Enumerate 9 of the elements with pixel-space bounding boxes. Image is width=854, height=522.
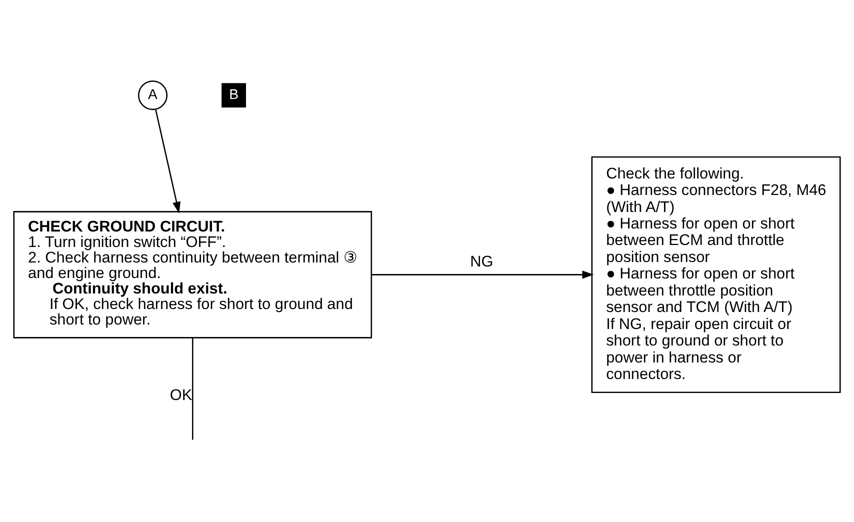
label: B [229, 86, 238, 102]
edge-label: OK [170, 387, 192, 404]
connector [192, 338, 194, 440]
node-box: Check the following. ● Harness connectors F28, M46 (With A/T) ● Harness for open or short between ECM and throttle position sensor ● Harness for open or short between throttle position sensor and TCM (With A/T) If NG, repair open circuit or short to ground or short to power in harness or connectors. [591, 156, 841, 393]
node-box: CHECK GROUND CIRCUIT. 1. Turn ignition switch “OFF”. 2. Check harness continuity between terminal ③ and engine ground. Continuity should exist. If OK, check harness for short to ground and short to power. [13, 211, 372, 338]
node-circle: A [138, 80, 168, 110]
arrow [155, 109, 181, 214]
edge-label: NG [470, 253, 494, 270]
arrow [372, 270, 594, 279]
